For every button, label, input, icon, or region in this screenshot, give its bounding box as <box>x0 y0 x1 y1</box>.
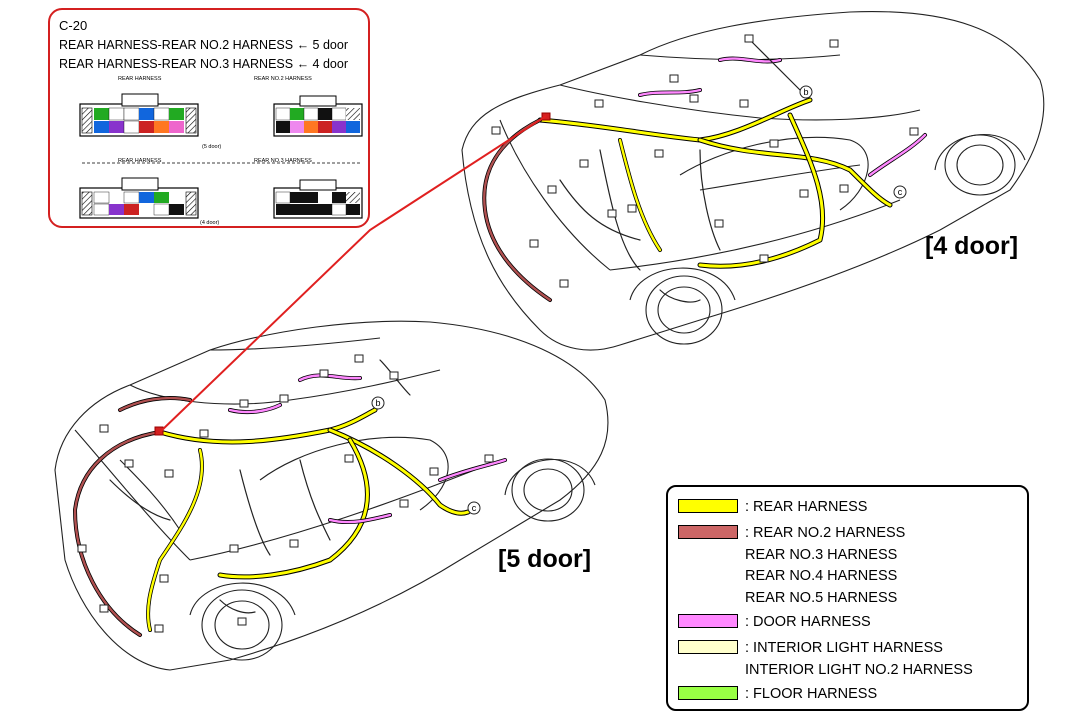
legend-item-rear-harness: : REAR HARNESS <box>678 497 867 519</box>
legend-swatch <box>678 640 738 654</box>
legend-item-rear-no2-harness: : REAR NO.2 HARNESS REAR NO.3 HARNESS RE… <box>678 523 905 609</box>
leader-line <box>159 115 547 433</box>
connector-face-rear-4-door <box>79 177 199 219</box>
connector-variant: 5 door <box>312 38 348 52</box>
legend-label: INTERIOR LIGHT NO.2 HARNESS <box>745 661 973 678</box>
connector-location-5-door <box>154 426 164 436</box>
marker-b-4-door: b <box>799 85 813 99</box>
legend-label: : REAR NO.2 HARNESS <box>745 525 906 541</box>
connectors-5-door <box>77 354 494 633</box>
legend-label: REAR NO.3 HARNESS <box>745 546 898 563</box>
connector-face-rear-no2 <box>273 95 363 137</box>
svg-text:b: b <box>375 398 380 408</box>
harness-5-door <box>73 359 507 637</box>
connector-code: C-20 <box>59 18 88 33</box>
legend-label: : REAR HARNESS <box>745 499 868 515</box>
legend-label: : INTERIOR LIGHT HARNESS <box>745 640 943 656</box>
connectors-4-door <box>491 34 919 288</box>
label-5-door: [5 door] <box>498 545 592 573</box>
connector-note: (5 door) <box>202 144 222 150</box>
marker-b-5-door: b <box>371 396 385 410</box>
arrow-left-icon: ← <box>296 57 310 71</box>
legend-item-door-harness: : DOOR HARNESS <box>678 612 871 634</box>
arrow-left-icon: ← <box>296 38 310 52</box>
connector-face-rear-no3 <box>273 179 363 219</box>
connector-callout: C-20 REAR HARNESS-REAR NO.2 HARNESS ← 5 … <box>48 8 370 228</box>
car-5-door <box>54 320 609 671</box>
connector-title: REAR NO.3 HARNESS <box>254 158 312 164</box>
connector-face-drawings <box>79 93 363 219</box>
connector-line-5-door: REAR HARNESS-REAR NO.2 HARNESS ← 5 door <box>59 38 348 52</box>
connector-title: REAR HARNESS <box>118 158 162 164</box>
connector-variant: 4 door <box>312 57 348 71</box>
harness-legend: : REAR HARNESS : REAR NO.2 HARNESS REAR … <box>666 485 1029 711</box>
connector-note: (4 door) <box>200 220 220 226</box>
legend-item-floor-harness: : FLOOR HARNESS <box>678 684 877 706</box>
svg-text:c: c <box>472 503 477 513</box>
marker-c-4-door: c <box>893 185 907 199</box>
legend-swatch <box>678 499 738 513</box>
label-4-door: [4 door] <box>925 232 1019 260</box>
legend-label: : FLOOR HARNESS <box>745 686 878 702</box>
connector-title: REAR NO.2 HARNESS <box>254 76 312 82</box>
legend-label: : DOOR HARNESS <box>745 614 871 630</box>
legend-swatch <box>678 686 738 700</box>
legend-label: REAR NO.5 HARNESS <box>745 589 898 606</box>
connector-face-rear-5-door <box>79 93 199 137</box>
legend-label: REAR NO.4 HARNESS <box>745 568 898 584</box>
connector-line-4-door: REAR HARNESS-REAR NO.3 HARNESS ← 4 door <box>59 57 348 71</box>
connector-line-text: REAR HARNESS-REAR NO.2 HARNESS <box>59 38 294 52</box>
connector-line-text: REAR HARNESS-REAR NO.3 HARNESS <box>59 57 294 71</box>
svg-text:c: c <box>898 187 903 197</box>
harness-4-door <box>482 39 927 303</box>
car-4-door <box>461 10 1045 351</box>
legend-swatch <box>678 525 738 539</box>
connector-title: REAR HARNESS <box>118 76 162 82</box>
marker-c-5-door: c <box>467 501 481 515</box>
legend-item-interior-light-harness: : INTERIOR LIGHT HARNESS INTERIOR LIGHT … <box>678 638 973 681</box>
legend-swatch <box>678 614 738 628</box>
svg-text:b: b <box>803 87 808 97</box>
